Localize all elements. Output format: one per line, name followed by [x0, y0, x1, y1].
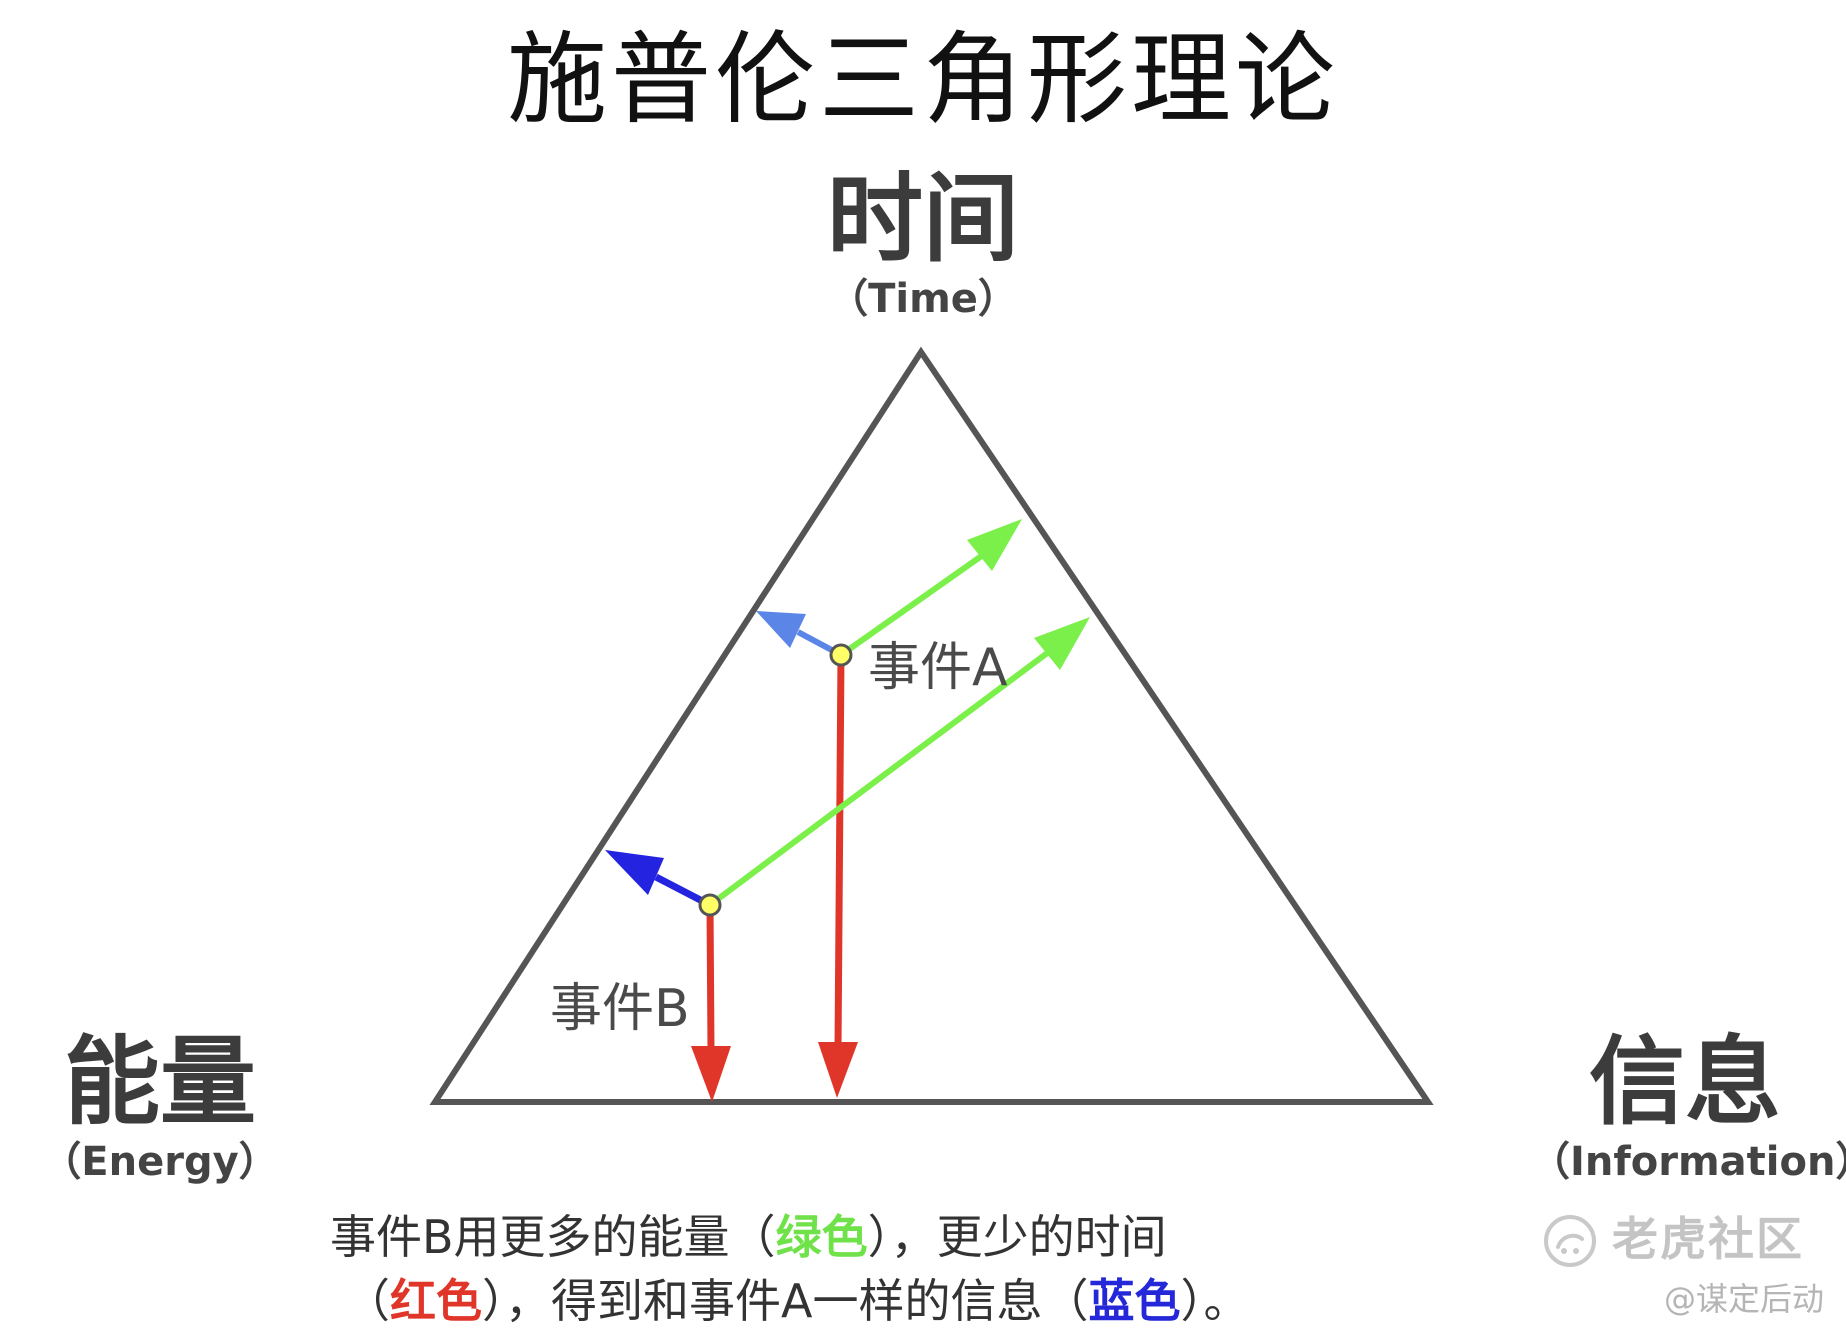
- caption-text: ）。: [1180, 1274, 1250, 1328]
- event-b-time-arrow-shaft: [706, 904, 715, 1051]
- event-b-info-arrow-head: [605, 850, 664, 895]
- vertex-information-label: 信息: [1589, 1026, 1781, 1138]
- caption: 事件B用更多的能量（绿色），更少的时间 （红色），得到和事件A一样的信息（蓝色）…: [330, 1205, 1430, 1333]
- caption-text: ），得到和事件A一样的信息（: [482, 1274, 1089, 1328]
- event-b-energy-arrow-shaft: [708, 642, 1060, 908]
- vertex-energy-label: 能量: [64, 1026, 256, 1138]
- event-b-label: 事件B: [550, 979, 690, 1039]
- event-a-label: 事件A: [868, 638, 1008, 698]
- event-a-energy-arrow-head: [967, 519, 1022, 571]
- vertex-time-sublabel: （Time）: [828, 276, 1018, 322]
- vertex-time: 时间 （Time）: [773, 165, 1073, 325]
- watermark: 老虎社区 @谋定后动: [1528, 1205, 1828, 1325]
- watermark-brand: 老虎社区: [1612, 1212, 1804, 1266]
- event-a-time-arrow-head: [818, 1042, 858, 1098]
- caption-blue-word: 蓝色: [1088, 1274, 1181, 1328]
- watermark-handle: @谋定后动: [1663, 1280, 1824, 1318]
- page-title: 施普伦三角形理论: [507, 21, 1339, 138]
- caption-text: （: [344, 1274, 390, 1328]
- caption-green-word: 绿色: [775, 1210, 868, 1264]
- event-b-energy-arrow-head: [1034, 617, 1090, 670]
- event-b-time-arrow-head: [691, 1046, 731, 1102]
- vertex-energy-sublabel: （Energy）: [41, 1139, 279, 1185]
- vertex-information: 信息 （Information）: [1530, 1026, 1846, 1188]
- event-a-energy-arrow-shaft: [839, 547, 992, 658]
- caption-line-2: （红色），得到和事件A一样的信息（蓝色）。: [330, 1269, 1430, 1333]
- event-b-point: [698, 893, 722, 917]
- event-a-arrows: [756, 519, 1022, 1098]
- caption-red-word: 红色: [390, 1274, 482, 1328]
- spreng-triangle: [429, 346, 1434, 1105]
- event-a-time-arrow-shaft: [834, 654, 845, 1049]
- caption-line-1: 事件B用更多的能量（绿色），更少的时间: [330, 1205, 1430, 1269]
- caption-text: 事件B用更多的能量（: [330, 1210, 776, 1264]
- event-a-point: [829, 643, 853, 667]
- caption-text: ），更少的时间: [867, 1210, 1167, 1264]
- event-b-arrows: [605, 617, 1090, 1102]
- vertex-information-sublabel: （Information）: [1530, 1139, 1846, 1185]
- tiger-community-logo-icon: [1544, 1215, 1596, 1267]
- event-a-info-arrow-head: [756, 611, 806, 648]
- vertex-time-label: 时间: [827, 163, 1019, 275]
- vertex-energy: 能量 （Energy）: [20, 1028, 300, 1188]
